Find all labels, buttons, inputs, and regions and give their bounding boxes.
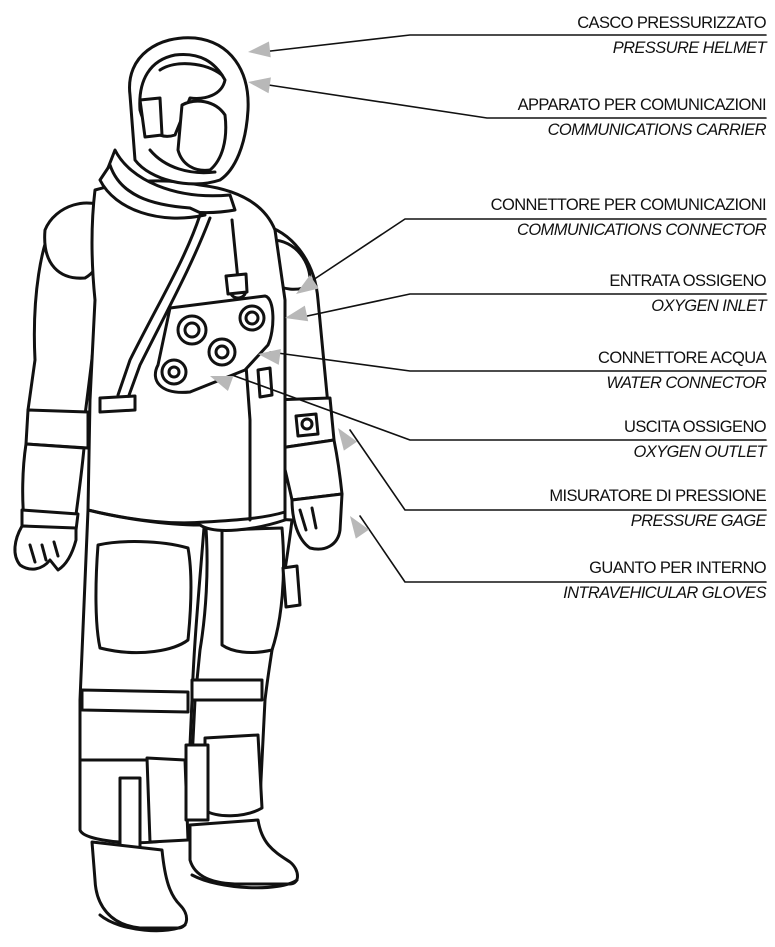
callout-label-7: MISURATORE DI PRESSIONE PRESSURE GAGE [549,487,766,531]
callout-italian-2: APPARATO PER COMUNICAZIONI [518,96,766,115]
left-shin-strap [186,745,208,820]
right-glove [15,526,76,570]
callout-english-4: OXYGEN INLET [609,297,766,316]
callout-english-3: COMMUNICATIONS CONNECTOR [491,221,766,240]
right-shin-strap [120,778,140,850]
callout-arrow-8 [350,516,369,539]
callout-arrow-7 [338,428,357,451]
right-boot [92,842,187,928]
right-shin-pocket [147,758,188,842]
callout-italian-6: USCITA OSSIGENO [624,418,766,437]
callout-english-8: INTRAVEHICULAR GLOVES [563,584,766,603]
left-glove [292,494,342,549]
callout-label-3: CONNETTORE PER COMUNICAZIONI COMMUNICATIO… [491,196,766,240]
callout-english-1: PRESSURE HELMET [577,39,766,58]
right-elbow-band [26,410,88,448]
left-shin-pocket [205,735,262,816]
callout-italian-5: CONNETTORE ACQUA [598,349,766,368]
callout-label-1: CASCO PRESSURIZZATO PRESSURE HELMET [577,14,766,58]
callout-english-6: OXYGEN OUTLET [624,443,766,462]
left-knee-band [192,680,262,700]
callout-italian-7: MISURATORE DI PRESSIONE [549,487,766,506]
callout-arrow-2 [248,77,271,93]
left-boot [190,820,298,884]
callout-italian-3: CONNETTORE PER COMUNICAZIONI [491,196,766,215]
waist-strap [100,396,135,412]
callout-arrow-1 [248,42,271,58]
torso-side-pocket [258,368,272,397]
callout-english-7: PRESSURE GAGE [549,512,766,531]
callout-italian-8: GUANTO PER INTERNO [563,559,766,578]
callout-label-5: CONNETTORE ACQUA WATER CONNECTOR [598,349,766,393]
callout-italian-4: ENTRATA OSSIGENO [609,272,766,291]
left-forearm [280,440,342,500]
callout-label-8: GUANTO PER INTERNO INTRAVEHICULAR GLOVES [563,559,766,603]
helmet-side [140,98,162,137]
left-thigh-pocket [222,528,284,652]
right-thigh-pocket [96,542,191,653]
callout-english-2: COMMUNICATIONS CARRIER [518,121,766,140]
callout-english-5: WATER CONNECTOR [598,374,766,393]
pressure-gage-dial [302,419,312,429]
callout-label-2: APPARATO PER COMUNICAZIONI COMMUNICATIONS… [518,96,766,140]
callout-italian-1: CASCO PRESSURIZZATO [577,14,766,33]
callout-label-6: USCITA OSSIGENO OXYGEN OUTLET [624,418,766,462]
right-knee-band [82,690,188,712]
callout-label-4: ENTRATA OSSIGENO OXYGEN INLET [609,272,766,316]
helmet-face [178,101,226,170]
left-hip-tab [283,566,300,607]
